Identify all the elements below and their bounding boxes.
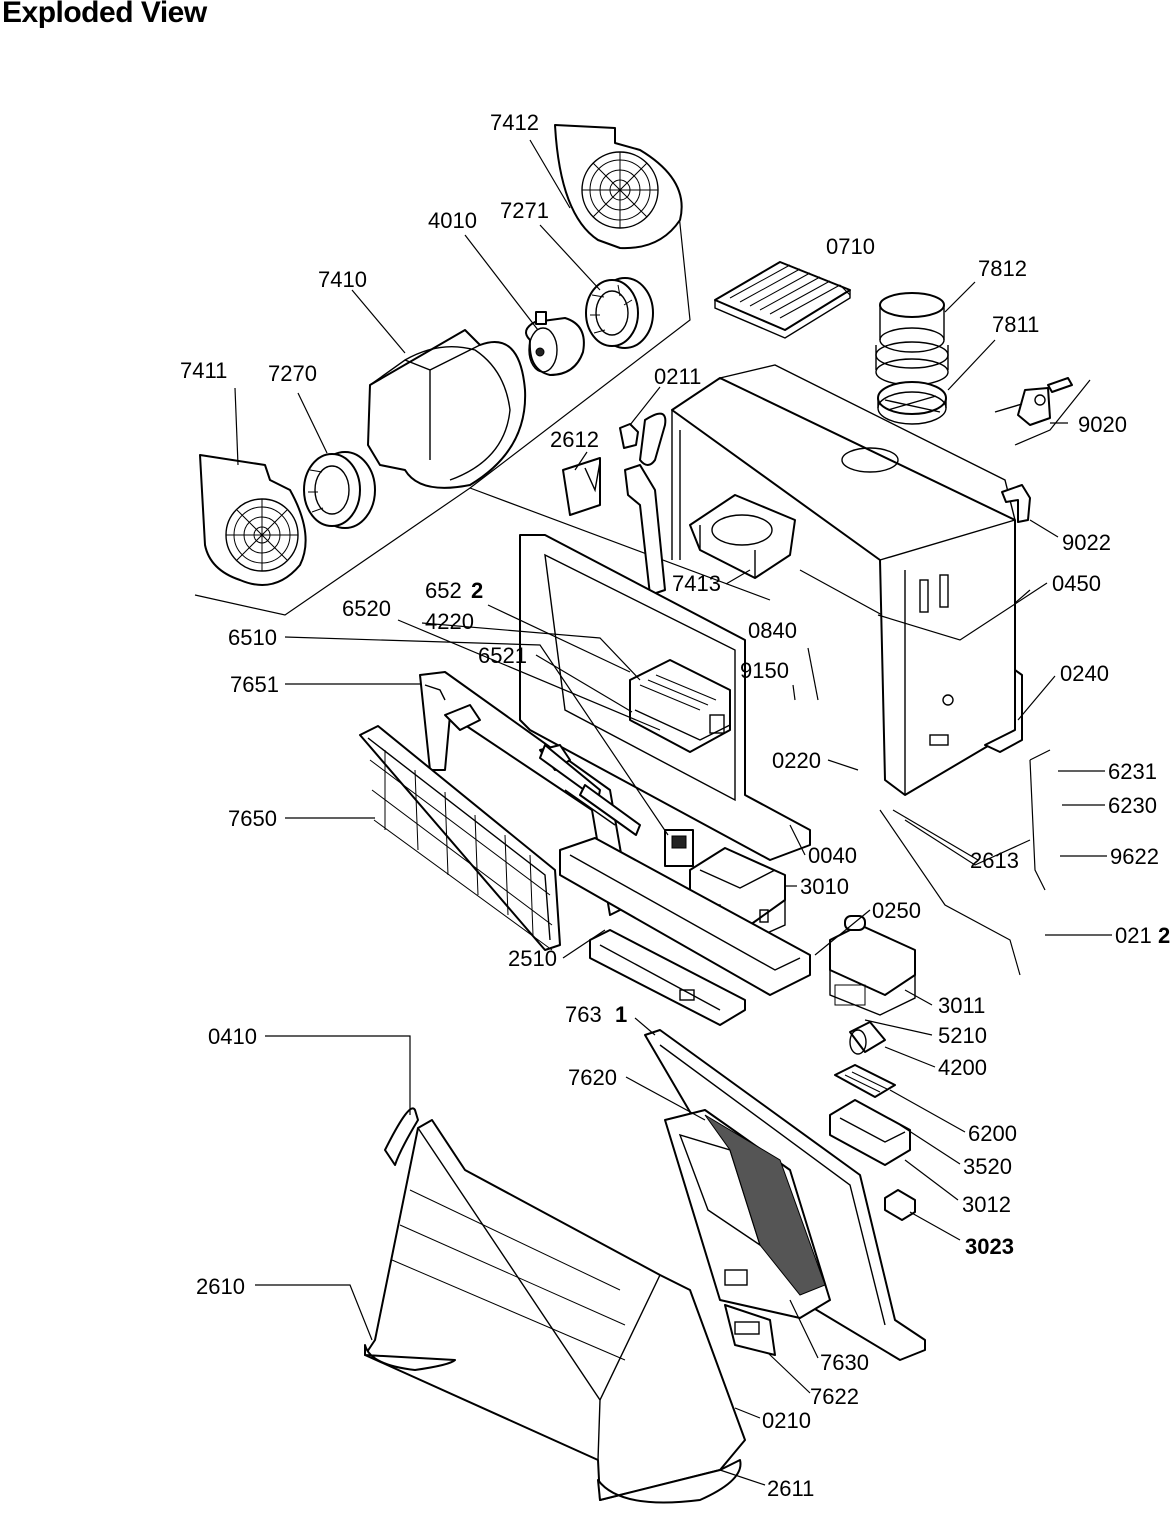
label-7620: 7620 bbox=[568, 1065, 617, 1090]
label-0840: 0840 bbox=[748, 618, 797, 643]
clip-0211 bbox=[619, 412, 667, 466]
label-3520: 3520 bbox=[963, 1154, 1012, 1179]
mesh-7620 bbox=[704, 1114, 826, 1296]
motor-4010 bbox=[525, 311, 585, 376]
label-9150: 9150 bbox=[740, 658, 789, 683]
blower-housing-7412 bbox=[554, 124, 683, 250]
label-7271: 7271 bbox=[500, 198, 549, 223]
label-7622: 7622 bbox=[810, 1384, 859, 1409]
trough-2510 bbox=[589, 929, 746, 1026]
fan-wheel-7271 bbox=[585, 277, 654, 349]
label-7412: 7412 bbox=[490, 110, 539, 135]
label-7651: 7651 bbox=[230, 672, 279, 697]
label-6520: 6520 bbox=[342, 596, 391, 621]
rod-6510 bbox=[579, 784, 641, 836]
label-0710: 0710 bbox=[826, 234, 875, 259]
label-0250: 0250 bbox=[872, 898, 921, 923]
duct-collar-7812 bbox=[875, 292, 949, 386]
fan-wheel-7270 bbox=[303, 451, 376, 529]
bracket-7622 bbox=[724, 1304, 776, 1356]
label-4010: 4010 bbox=[428, 208, 477, 233]
label-6231: 6231 bbox=[1108, 759, 1157, 784]
label-7630: 7630 bbox=[820, 1350, 869, 1375]
switch-module-6522 bbox=[629, 659, 731, 753]
label-0240: 0240 bbox=[1060, 661, 1109, 686]
label-2611: 2611 bbox=[767, 1476, 814, 1501]
label-7411: 7411 bbox=[180, 358, 227, 383]
circuit-board-6200 bbox=[834, 1064, 896, 1098]
tray-3520 bbox=[829, 1099, 911, 1166]
label-6522: 652 bbox=[425, 578, 462, 603]
side-rail-left bbox=[624, 464, 666, 596]
cabinet-0240 bbox=[671, 364, 1023, 796]
label-9622: 9622 bbox=[1110, 844, 1159, 869]
label-4200: 4200 bbox=[938, 1055, 987, 1080]
label-0210: 0210 bbox=[762, 1408, 811, 1433]
label-7812: 7812 bbox=[978, 256, 1027, 281]
scroll-housing-7410 bbox=[367, 329, 527, 489]
label-6200: 6200 bbox=[968, 1121, 1017, 1146]
hood-canopy-2610 bbox=[364, 1119, 746, 1504]
part-labels: 7412 4010 7271 0710 7812 7410 7811 7411 … bbox=[180, 110, 1170, 1501]
page-title: Exploded View bbox=[2, 0, 207, 29]
block-3023 bbox=[884, 1189, 916, 1221]
clip-0410 bbox=[384, 1107, 419, 1166]
label-6522-suffix: 2 bbox=[471, 578, 483, 603]
label-3011: 3011 bbox=[938, 993, 985, 1018]
label-7650: 7650 bbox=[228, 806, 277, 831]
label-6521: 6521 bbox=[478, 643, 527, 668]
filter-panel-7650 bbox=[359, 725, 561, 951]
cover-0250 bbox=[559, 837, 811, 996]
label-7631-suffix: 1 bbox=[615, 1002, 627, 1027]
label-3012: 3012 bbox=[962, 1192, 1011, 1217]
label-3023: 3023 bbox=[965, 1234, 1014, 1259]
duct-fitting-7413 bbox=[689, 494, 796, 579]
label-3010: 3010 bbox=[800, 874, 849, 899]
label-2613: 2613 bbox=[970, 848, 1019, 873]
label-2610: 2610 bbox=[196, 1274, 245, 1299]
bracket-9020 bbox=[994, 377, 1073, 426]
label-7811: 7811 bbox=[992, 312, 1039, 337]
label-7270: 7270 bbox=[268, 361, 317, 386]
capacitor-4200 bbox=[849, 1021, 886, 1055]
switch-6521 bbox=[664, 829, 694, 867]
label-9022: 9022 bbox=[1062, 530, 1111, 555]
panel-2612 bbox=[562, 457, 601, 516]
label-2510: 2510 bbox=[508, 946, 557, 971]
label-leader-lines bbox=[234, 139, 1112, 1486]
label-4220: 4220 bbox=[425, 609, 474, 634]
label-9020: 9020 bbox=[1078, 412, 1127, 437]
label-6230: 6230 bbox=[1108, 793, 1157, 818]
label-0450: 0450 bbox=[1052, 571, 1101, 596]
label-7631: 763 bbox=[565, 1002, 602, 1027]
label-0040: 0040 bbox=[808, 843, 857, 868]
damper-7811 bbox=[877, 381, 947, 425]
label-0211: 0211 bbox=[654, 364, 701, 389]
bracket-9022 bbox=[1001, 484, 1031, 523]
blower-housing-7411 bbox=[199, 454, 307, 586]
label-0410: 0410 bbox=[208, 1024, 257, 1049]
label-0212: 021 bbox=[1115, 923, 1152, 948]
grease-filter-0710 bbox=[714, 261, 851, 339]
label-2612: 2612 bbox=[550, 427, 599, 452]
label-7413: 7413 bbox=[672, 571, 721, 596]
label-0220: 0220 bbox=[772, 748, 821, 773]
magnetron-3011 bbox=[829, 915, 916, 1016]
label-0212-suffix: 2 bbox=[1158, 923, 1170, 948]
label-7410: 7410 bbox=[318, 267, 367, 292]
label-5210: 5210 bbox=[938, 1023, 987, 1048]
label-6510: 6510 bbox=[228, 625, 277, 650]
